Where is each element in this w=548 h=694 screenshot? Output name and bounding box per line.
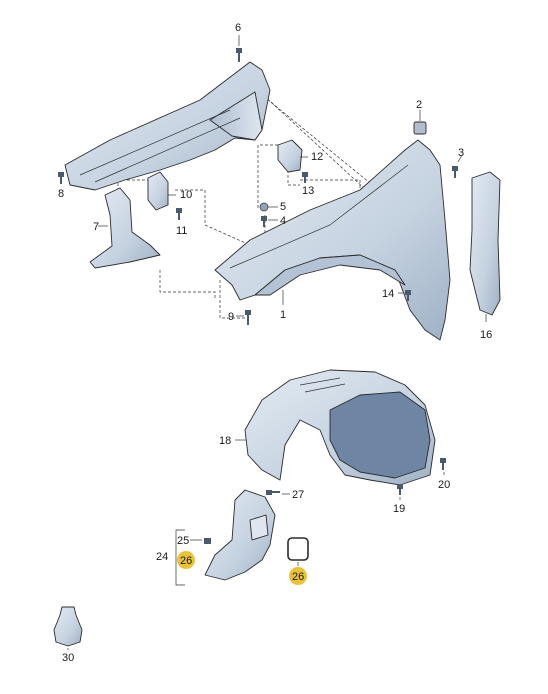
screw-14 [405, 290, 411, 301]
label-3: 3 [458, 147, 464, 159]
part-12-bracket [277, 139, 303, 173]
label-14: 14 [382, 288, 394, 300]
highlight-markers [177, 551, 307, 585]
screw-13 [302, 172, 308, 183]
part-10-bracket [147, 171, 169, 211]
clip-25 [204, 538, 211, 544]
label-27: 27 [292, 489, 304, 501]
label-6: 6 [235, 22, 241, 34]
screw-27 [266, 490, 280, 495]
part-1-fender [214, 139, 451, 341]
highlight-26-right [289, 567, 307, 585]
label-19: 19 [393, 503, 405, 515]
label-7: 7 [93, 221, 99, 233]
screw-19 [397, 484, 403, 495]
apron-rail [64, 61, 271, 191]
screw-11 [176, 208, 182, 220]
label-16: 16 [480, 329, 492, 341]
part-24-lower-liner [204, 489, 276, 581]
nut-5 [259, 202, 269, 212]
part-26-gasket [287, 537, 309, 561]
label-5: 5 [280, 201, 286, 213]
label-2: 2 [416, 99, 422, 111]
part-30-plug [53, 606, 83, 647]
label-12: 12 [311, 151, 323, 163]
screw-3 [452, 166, 458, 178]
screw-4 [261, 216, 267, 227]
label-26-left: 26 [180, 555, 192, 567]
label-18: 18 [219, 435, 231, 447]
part-2-cap [413, 121, 427, 135]
label-25: 25 [177, 535, 189, 547]
highlight-26-left [177, 551, 195, 569]
label-10: 10 [180, 189, 192, 201]
screw-9 [245, 310, 251, 325]
screw-6 [236, 48, 242, 62]
leader-lines [67, 35, 487, 650]
screw-8 [58, 172, 64, 184]
label-1: 1 [280, 309, 286, 321]
screw-20 [440, 458, 446, 470]
label-30: 30 [62, 652, 74, 664]
label-4: 4 [280, 215, 286, 227]
label-9: 9 [228, 311, 234, 323]
part-16-trim [469, 171, 501, 316]
label-8: 8 [58, 188, 64, 200]
label-26-right: 26 [292, 571, 304, 583]
part-18-wheelhouse-liner [244, 369, 436, 486]
label-13: 13 [302, 185, 314, 197]
part-7-bracket [89, 187, 161, 269]
label-20: 20 [438, 479, 450, 491]
part-labels: 6 2 3 12 13 8 10 5 4 11 7 14 1 9 16 18 2… [58, 22, 492, 664]
label-11: 11 [176, 225, 187, 237]
label-24: 24 [156, 551, 168, 563]
